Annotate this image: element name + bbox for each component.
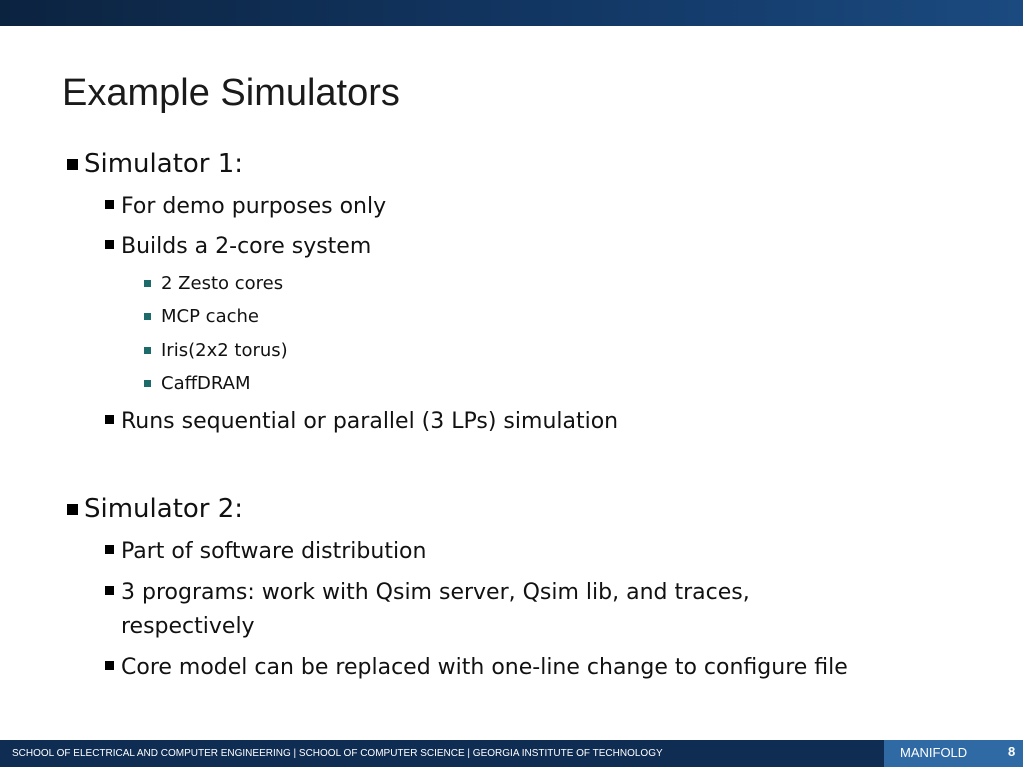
square-bullet-icon xyxy=(105,240,114,249)
bullet-iris-torus: Iris(2x2 torus) xyxy=(144,339,288,363)
square-bullet-icon xyxy=(67,504,78,515)
bullet-text: 3 programs: work with Qsim server, Qsim … xyxy=(121,580,750,639)
bullet-software-distribution: Part of software distribution xyxy=(105,535,426,569)
footer-institution: SCHOOL OF ELECTRICAL AND COMPUTER ENGINE… xyxy=(12,748,663,759)
square-bullet-icon xyxy=(144,313,151,320)
page-number: 8 xyxy=(1008,744,1016,759)
bullet-text: 2 Zesto cores xyxy=(161,273,284,294)
square-bullet-icon xyxy=(105,586,114,595)
bullet-runs-simulation: Runs sequential or parallel (3 LPs) simu… xyxy=(105,405,618,439)
bullet-text: Builds a 2-core system xyxy=(121,234,372,259)
bullet-text: Part of software distribution xyxy=(121,539,427,564)
bullet-text: Simulator 1: xyxy=(84,149,244,179)
bullet-text: Core model can be replaced with one-line… xyxy=(121,655,848,680)
square-bullet-icon xyxy=(105,415,114,424)
square-bullet-icon xyxy=(105,200,114,209)
bullet-simulator-1: Simulator 1: xyxy=(67,147,243,181)
bullet-three-programs: 3 programs: work with Qsim server, Qsim … xyxy=(105,576,865,644)
bullet-demo-purposes: For demo purposes only xyxy=(105,190,386,224)
bullet-zesto-cores: 2 Zesto cores xyxy=(144,272,283,296)
footer-project-name: MANIFOLD xyxy=(900,745,968,760)
footer-bar: SCHOOL OF ELECTRICAL AND COMPUTER ENGINE… xyxy=(0,740,1023,767)
header-bar xyxy=(0,0,1023,26)
bullet-simulator-2: Simulator 2: xyxy=(67,492,243,526)
bullet-core-model: Core model can be replaced with one-line… xyxy=(105,651,848,685)
bullet-builds-system: Builds a 2-core system xyxy=(105,230,371,264)
bullet-text: MCP cache xyxy=(161,306,259,327)
bullet-mcp-cache: MCP cache xyxy=(144,305,259,329)
square-bullet-icon xyxy=(144,280,151,287)
square-bullet-icon xyxy=(67,159,78,170)
square-bullet-icon xyxy=(144,380,151,387)
bullet-text: Simulator 2: xyxy=(84,494,244,524)
bullet-text: Runs sequential or parallel (3 LPs) simu… xyxy=(121,409,619,434)
square-bullet-icon xyxy=(105,661,114,670)
slide-content: Simulator 1: For demo purposes only Buil… xyxy=(67,147,865,685)
bullet-text: For demo purposes only xyxy=(121,194,387,219)
square-bullet-icon xyxy=(144,347,151,354)
footer-project-box xyxy=(884,740,1023,767)
bullet-text: CaffDRAM xyxy=(161,373,251,394)
slide-title: Example Simulators xyxy=(62,72,400,114)
bullet-text: Iris(2x2 torus) xyxy=(161,340,288,361)
bullet-caffdram: CaffDRAM xyxy=(144,372,250,396)
square-bullet-icon xyxy=(105,545,114,554)
